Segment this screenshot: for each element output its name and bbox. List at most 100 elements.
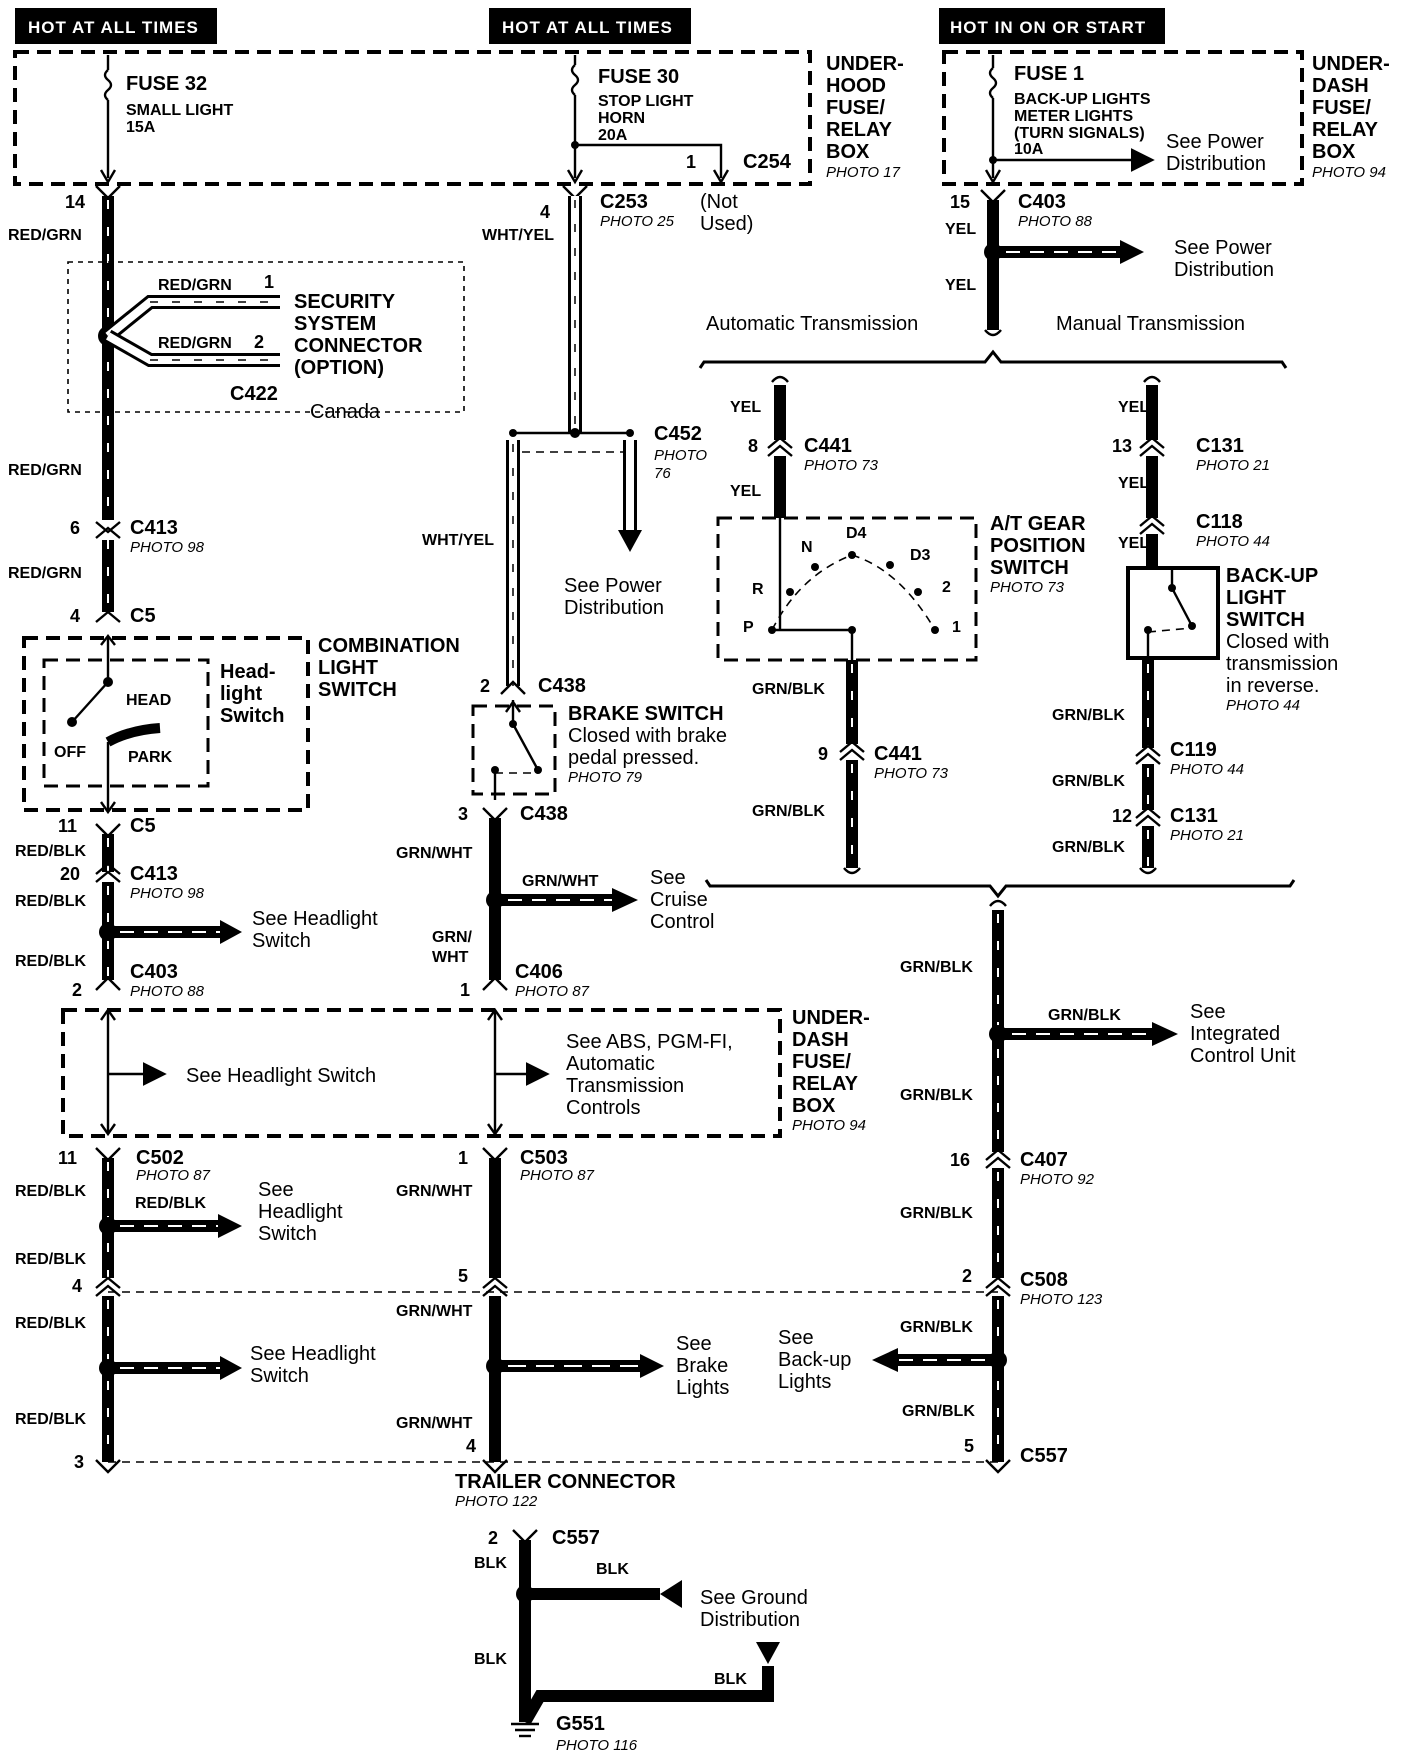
middle-circuit: 4 C253 PHOTO 25 (Not Used) WHT/YEL C452 …	[396, 185, 753, 1000]
label-left-security-name-1: SYSTEM	[294, 313, 376, 335]
label-middle-c438a-pin: 2	[480, 676, 490, 696]
label-right-mt-c118-photo: PHOTO 44	[1196, 533, 1270, 550]
label-right-mt-switch-name-0: BACK-UP	[1226, 565, 1318, 587]
label-headers-h1: HOT AT ALL TIMES	[28, 18, 199, 37]
label-right-at-switch-name-1: POSITION	[990, 535, 1086, 557]
label-right-at-switch-positions-5: 2	[942, 579, 951, 596]
label-fuse-boxes-underdash-mid-name-1: DASH	[792, 1029, 849, 1051]
label-fuse-boxes-underdash-top-name-1: DASH	[1312, 75, 1369, 97]
label-middle-c438b-pin: 3	[458, 804, 468, 824]
label-right-mt-wire1: YEL	[1118, 399, 1149, 416]
label-right-at-switch-name-2: SWITCH	[990, 557, 1069, 579]
label-right-mt-c131a-name: C131	[1196, 435, 1244, 457]
label-left-wire9: RED/BLK	[15, 1315, 87, 1332]
label-left-c502-name: C502	[136, 1147, 184, 1169]
left-lower-circuit: 11 C502 PHOTO 87 RED/BLK RED/BLK See Hea…	[15, 1147, 376, 1474]
label-left-wire7: RED/BLK	[15, 1183, 87, 1200]
label-left-wire2: RED/GRN	[8, 462, 82, 479]
label-right-mt-wire3: YEL	[1118, 535, 1149, 552]
label-trailer-photo: PHOTO 122	[455, 1493, 538, 1510]
label-left-wire10: RED/BLK	[15, 1411, 87, 1428]
label-left-pin3: 3	[74, 1452, 84, 1472]
label-left-combo-inner-2: Switch	[220, 705, 284, 727]
label-right-at-c441b-name: C441	[874, 743, 922, 765]
label-middle-wire3: GRN/WHT	[396, 845, 473, 862]
label-fuse-boxes-underdash-mid-see-headlight: See Headlight Switch	[186, 1065, 376, 1087]
label-fuse-boxes-underdash-mid-see-abs-0: See ABS, PGM-FI,	[566, 1031, 733, 1053]
label-fuse-boxes-underhood-name-4: BOX	[826, 141, 870, 163]
label-middle-wire4b: WHT	[432, 949, 469, 966]
label-left-combo-name-2: SWITCH	[318, 679, 397, 701]
label-fuse-boxes-underhood-c254-note1: (Not	[700, 191, 738, 213]
label-middle-c438b-name: C438	[520, 803, 568, 825]
label-fuse-boxes-underhood-name-0: UNDER-	[826, 53, 904, 75]
label-left-combo-name-0: COMBINATION	[318, 635, 460, 657]
label-right-at-switch-positions-1: R	[752, 581, 764, 598]
fuse-30: FUSE 30 STOP LIGHT HORN 20A 1 C254	[566, 55, 792, 185]
label-left-security-conn: C422	[230, 383, 278, 405]
label-fuse-boxes-underdash-top-fuse1-desc3: (TURN SIGNALS)	[1014, 125, 1145, 142]
label-middle-wire5: GRN/WHT	[396, 1183, 473, 1200]
label-trailer-g551-name: G551	[556, 1713, 605, 1735]
label-left-wire1: RED/GRN	[8, 227, 82, 244]
label-right-wire-a: GRN/BLK	[900, 959, 973, 976]
underhood-box-label: UNDER- HOOD FUSE/ RELAY BOX PHOTO 17	[826, 53, 904, 181]
fuse-32: FUSE 32 SMALL LIGHT 15A	[99, 55, 233, 185]
label-fuse-boxes-underhood-name-2: FUSE/	[826, 97, 885, 119]
label-fuse-boxes-underdash-top-see1: See Power	[1166, 131, 1264, 153]
underdash-fuse-box-mid	[61, 1008, 782, 1138]
label-right-wire-e: GRN/BLK	[900, 1319, 973, 1336]
label-fuse-boxes-underdash-top-name-3: RELAY	[1312, 119, 1379, 141]
label-middle-c406-pin: 1	[460, 980, 470, 1000]
label-fuse-boxes-underdash-top-name-2: FUSE/	[1312, 97, 1371, 119]
label-middle-pin4: 4	[466, 1436, 476, 1456]
label-fuse-boxes-underdash-top-name-0: UNDER-	[1312, 53, 1390, 75]
label-right-mt-wire6: GRN/BLK	[1052, 839, 1125, 856]
label-trailer-c557-pin: 2	[488, 1528, 498, 1548]
label-trailer-wire2: BLK	[596, 1561, 629, 1578]
label-left-see-hl3-0: See Headlight	[250, 1343, 376, 1365]
label-middle-brake-photo: PHOTO 79	[568, 769, 643, 786]
label-right-at-switch-positions-6: 1	[952, 619, 961, 636]
mt-branch: YEL 13 C131 PHOTO 21 YEL C118 PHOTO 44 Y…	[1052, 375, 1338, 875]
label-left-c502-pin: 11	[58, 1148, 77, 1168]
label-right-c557-pin: 5	[964, 1436, 974, 1456]
label-middle-c503-pin: 1	[458, 1148, 468, 1168]
label-fuse-boxes-underdash-top-fuse1-name: FUSE 1	[1014, 63, 1084, 85]
label-left-combo-head: HEAD	[126, 692, 171, 709]
underdash-top-box-label: UNDER- DASH FUSE/ RELAY BOX PHOTO 94	[1312, 53, 1390, 181]
label-middle-see-brake-1: Brake	[676, 1355, 728, 1377]
label-left-wire7b: RED/BLK	[135, 1195, 207, 1212]
header-hot-at-all-times-2: HOT AT ALL TIMES	[489, 8, 691, 44]
label-trailer-g551-photo: PHOTO 116	[556, 1737, 638, 1754]
label-right-manual: Manual Transmission	[1056, 313, 1245, 335]
label-left-security-name-3: (OPTION)	[294, 357, 384, 379]
label-middle-c253-photo: PHOTO 25	[600, 213, 675, 230]
label-fuse-boxes-underhood-fuse30-desc2: HORN	[598, 110, 645, 127]
label-middle-c503-name: C503	[520, 1147, 568, 1169]
label-fuse-boxes-underhood-fuse30-amp: 20A	[598, 127, 628, 144]
label-left-c413a-pin: 6	[70, 518, 80, 538]
label-right-mt-c131b-pin: 12	[1112, 806, 1132, 826]
label-left-security-name-2: CONNECTOR	[294, 335, 423, 357]
label-right-at-switch-positions-0: P	[743, 619, 754, 636]
label-right-mt-c131b-name: C131	[1170, 805, 1218, 827]
label-middle-c438a-name: C438	[538, 675, 586, 697]
label-left-see-hl2-1: Headlight	[258, 1201, 343, 1223]
label-right-mt-c131a-photo: PHOTO 21	[1196, 457, 1270, 474]
label-right-c407-pin: 16	[950, 1150, 970, 1170]
label-right-c508-photo: PHOTO 123	[1020, 1291, 1103, 1308]
label-fuse-boxes-underdash-top-fuse1-desc1: BACK-UP LIGHTS	[1014, 91, 1151, 108]
label-left-wire3: RED/GRN	[8, 565, 82, 582]
security-connector-region	[67, 261, 465, 413]
label-right-at-wire3: GRN/BLK	[752, 681, 825, 698]
label-right-c407-name: C407	[1020, 1149, 1068, 1171]
label-fuse-boxes-underdash-mid-see-abs-1: Automatic	[566, 1053, 655, 1075]
label-right-c403-name: C403	[1018, 191, 1066, 213]
label-left-combo-inner-0: Head-	[220, 661, 276, 683]
label-left-c5a-name: C5	[130, 605, 156, 627]
label-middle-wire6: GRN/WHT	[396, 1303, 473, 1320]
label-fuse-boxes-underhood-fuse30-desc1: STOP LIGHT	[598, 93, 694, 110]
label-left-wire5: RED/BLK	[15, 893, 87, 910]
label-left-see-hl2-0: See	[258, 1179, 294, 1201]
